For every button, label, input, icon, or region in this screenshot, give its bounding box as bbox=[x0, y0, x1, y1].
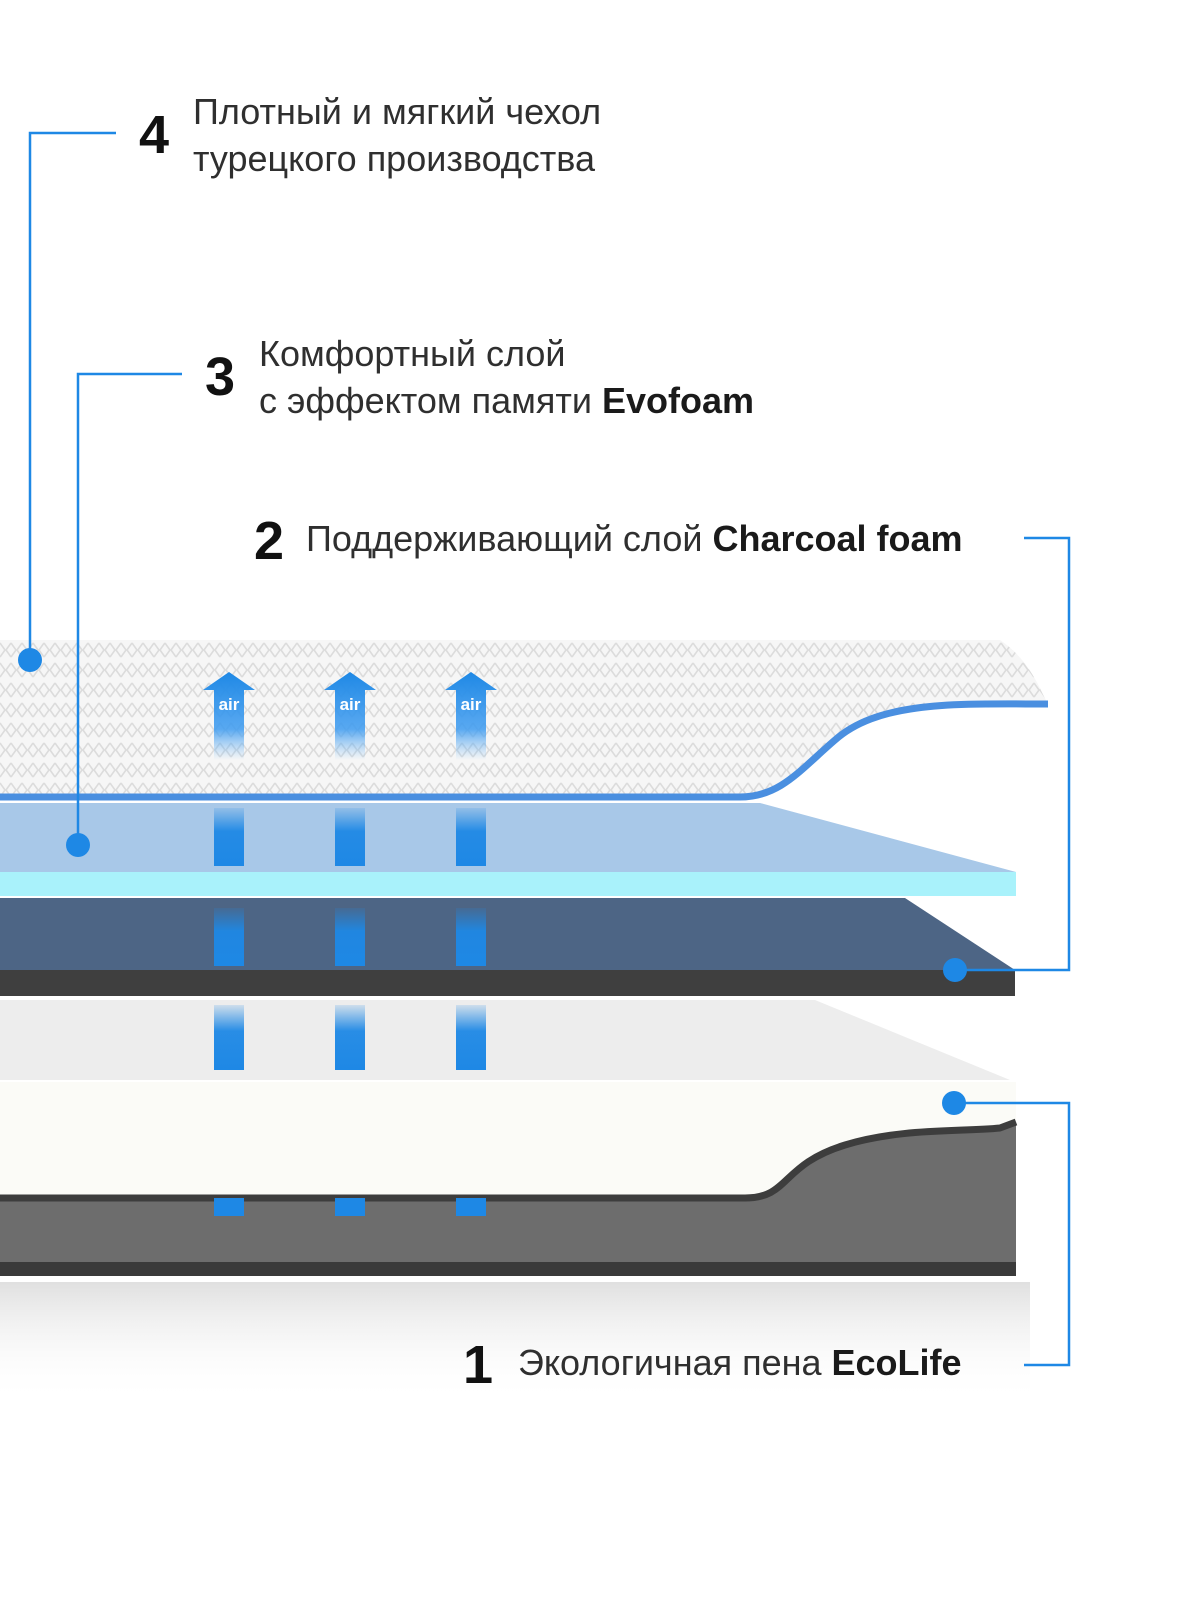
air-channel-segment bbox=[214, 1198, 244, 1216]
callout-line-1 bbox=[954, 1101, 1071, 1367]
air-arrow-label: air bbox=[219, 695, 240, 714]
air-channel-segment bbox=[456, 908, 486, 966]
layer-number-1: 1 bbox=[463, 1335, 494, 1395]
air-channel-segment bbox=[335, 1198, 365, 1216]
charcoal-foam-brand: Charcoal foam bbox=[712, 518, 963, 559]
air-arrow-shape bbox=[445, 672, 497, 760]
layer-4-line-1: Плотный и мягкий чехол bbox=[193, 91, 602, 132]
callout-line-4 bbox=[28, 131, 116, 660]
callout-line-2 bbox=[955, 536, 1071, 972]
layer-3-line-2: с эффектом памяти Evofoam bbox=[259, 377, 754, 424]
layer-number-3: 3 bbox=[205, 347, 236, 407]
layer-3-description: Комфортный слой с эффектом памяти Evofoa… bbox=[259, 330, 754, 424]
layer-2-text: Поддерживающий слой bbox=[306, 518, 713, 559]
air-arrow-shape bbox=[203, 672, 255, 760]
cover-blue-edge bbox=[0, 700, 1049, 801]
base-bottom-edge bbox=[0, 1262, 1016, 1276]
cover-layer bbox=[0, 640, 1048, 797]
air-channel-segment bbox=[214, 808, 244, 866]
layer-2-description: Поддерживающий слой Charcoal foam bbox=[306, 515, 963, 562]
ecolife-top-face bbox=[0, 1000, 1010, 1080]
ecolife-brand: EcoLife bbox=[831, 1342, 962, 1383]
callout-dot-1 bbox=[942, 1091, 966, 1115]
air-channel-segment bbox=[335, 808, 365, 866]
air-arrow-label: air bbox=[461, 695, 482, 714]
layer-3-line-2-text: с эффектом памяти bbox=[259, 380, 603, 421]
air-channel-segment bbox=[456, 1005, 486, 1070]
air-arrows: air air air bbox=[203, 672, 497, 760]
air-channel-segment bbox=[214, 1005, 244, 1070]
evofoam-layer bbox=[0, 803, 1016, 872]
callout-line-3 bbox=[76, 372, 182, 845]
layer-4-description: Плотный и мягкий чехол турецкого произво… bbox=[193, 88, 601, 182]
callout-dot-2 bbox=[943, 958, 967, 982]
air-arrow-shape bbox=[324, 672, 376, 760]
air-arrow-2: air bbox=[324, 672, 376, 760]
air-channel-segment bbox=[335, 908, 365, 966]
charcoal-layer bbox=[0, 898, 1015, 970]
air-arrow-label: air bbox=[340, 695, 361, 714]
layer-number-4: 4 bbox=[139, 105, 170, 165]
layer-4-line-2: турецкого производства bbox=[193, 138, 596, 179]
layer-3-line-1: Комфортный слой bbox=[259, 333, 566, 374]
charcoal-bottom-edge bbox=[0, 970, 1015, 996]
gel-strip bbox=[0, 872, 1016, 896]
air-arrow-1: air bbox=[203, 672, 255, 760]
air-channel-segment bbox=[456, 1198, 486, 1216]
evofoam-brand: Evofoam bbox=[602, 380, 755, 421]
layer-1-text: Экологичная пена bbox=[518, 1342, 832, 1383]
air-channel-segment bbox=[214, 908, 244, 966]
air-arrow-3: air bbox=[445, 672, 497, 760]
base-top-edge bbox=[0, 1118, 1018, 1202]
air-channel-segment bbox=[456, 808, 486, 866]
air-channels bbox=[214, 808, 486, 1216]
callout-dot-4 bbox=[18, 648, 42, 672]
layer-1-description: Экологичная пена EcoLife bbox=[518, 1339, 962, 1386]
callout-dot-3 bbox=[66, 833, 90, 857]
air-channel-segment bbox=[335, 1005, 365, 1070]
base-layer bbox=[0, 1122, 1016, 1268]
layer-number-2: 2 bbox=[254, 511, 285, 571]
floor-shadow bbox=[0, 1282, 1030, 1402]
